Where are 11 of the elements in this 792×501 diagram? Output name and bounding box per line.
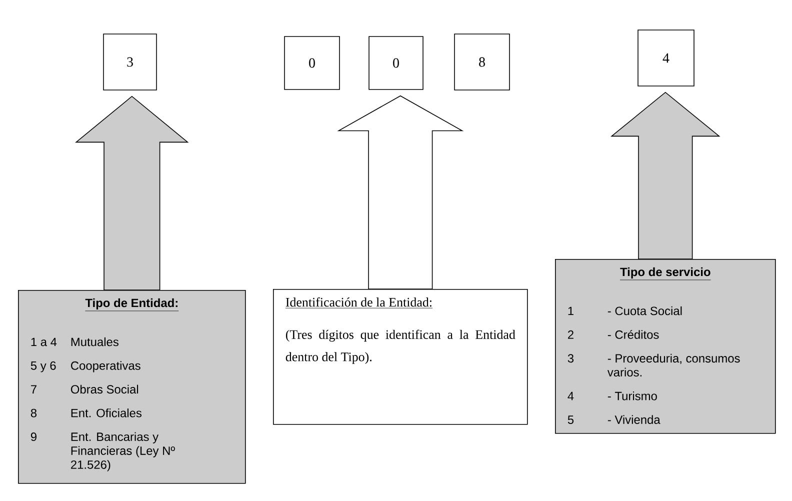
block-arrow [337,95,464,290]
info-box: Tipo de Entidad: 1 a 4 Mutuales 5 y 6 Cooperativas 7 Obras Social 8 Ent. Oficiales 9 Ent. Bancarias y Financieras (Ley Nº 21.526) [18,290,246,484]
digit-box: 3 [103,34,157,90]
info-box: Tipo de servicio 1 - Cuota Social 2 - Créditos 3 - Proveeduria, consumos varios. 4 - Turismo 5 - Vivienda [555,259,776,434]
block-arrow [75,96,189,290]
block-arrow [610,92,720,260]
digit-box: 4 [638,30,694,86]
info-box: Identificación de la Entidad: (Tres dígitos que identifican a la Entidad dentro del Tipo). [273,289,528,425]
digit-box: 0 [368,36,424,90]
digit-box: 8 [454,34,510,90]
digit-box: 0 [284,36,340,90]
